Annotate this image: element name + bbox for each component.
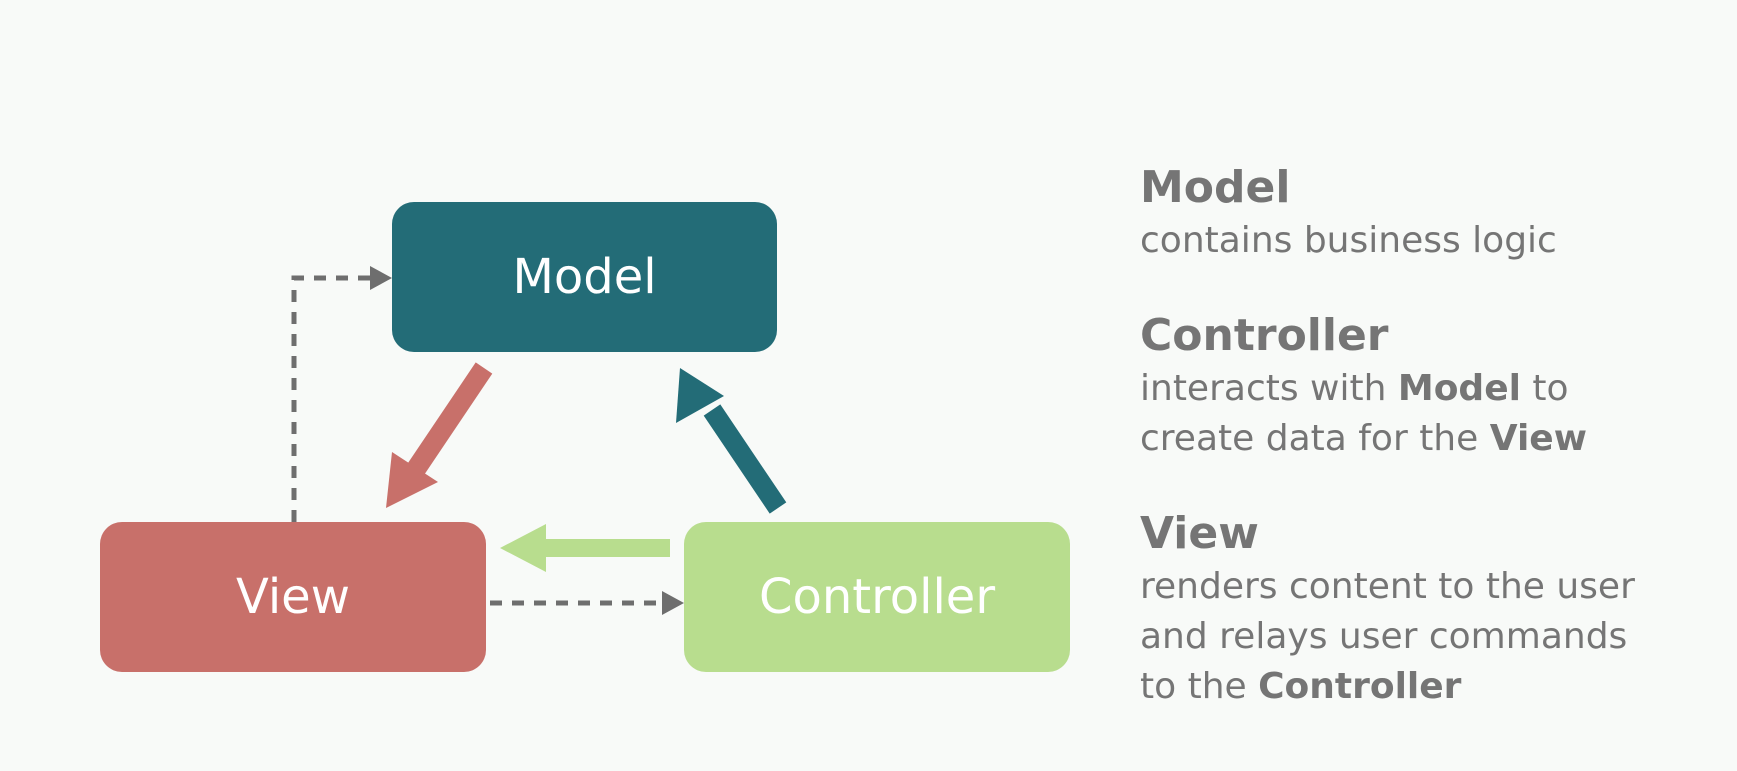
legend-controller-line1-post: to	[1520, 368, 1569, 409]
legend-view-desc-line3: to the Controller	[1140, 662, 1720, 712]
legend-view-title: View	[1140, 508, 1259, 559]
legend-controller: Controller interacts with Model to creat…	[1140, 308, 1720, 464]
legend-controller-title: Controller	[1140, 310, 1389, 361]
legend-view-line3-pre: to the	[1140, 666, 1259, 707]
legend-model-desc: contains business logic	[1140, 220, 1557, 261]
legend: Model contains business logic Controller…	[1140, 160, 1720, 712]
view-box-label: View	[236, 569, 350, 625]
legend-view-desc-line2: and relays user commands	[1140, 616, 1628, 657]
legend-model-title: Model	[1140, 162, 1291, 213]
legend-view-line3-bold: Controller	[1258, 666, 1462, 707]
legend-controller-desc-line2: create data for the View	[1140, 414, 1720, 464]
model-box: Model	[392, 202, 777, 352]
dashed-arrowhead-controller	[662, 591, 684, 615]
legend-controller-line1-pre: interacts with	[1140, 368, 1398, 409]
legend-view-desc-line1: renders content to the user	[1140, 566, 1635, 607]
model-box-label: Model	[512, 249, 657, 305]
legend-view: View renders content to the user and rel…	[1140, 506, 1720, 712]
arrow-controller-to-view	[500, 524, 670, 572]
controller-box: Controller	[684, 522, 1070, 672]
dashed-arrowhead-model	[370, 266, 392, 290]
view-box: View	[100, 522, 486, 672]
legend-model: Model contains business logic	[1140, 160, 1720, 266]
legend-controller-desc-line1: interacts with Model to	[1140, 364, 1720, 414]
controller-box-label: Controller	[758, 569, 996, 625]
arrow-model-to-view	[386, 362, 493, 508]
legend-controller-line2-pre: create data for the	[1140, 418, 1490, 459]
legend-controller-line2-bold: View	[1489, 418, 1587, 459]
legend-controller-line1-bold: Model	[1397, 368, 1521, 409]
dashed-arrow-view-to-model	[291, 275, 384, 522]
arrow-controller-to-model	[676, 368, 787, 514]
